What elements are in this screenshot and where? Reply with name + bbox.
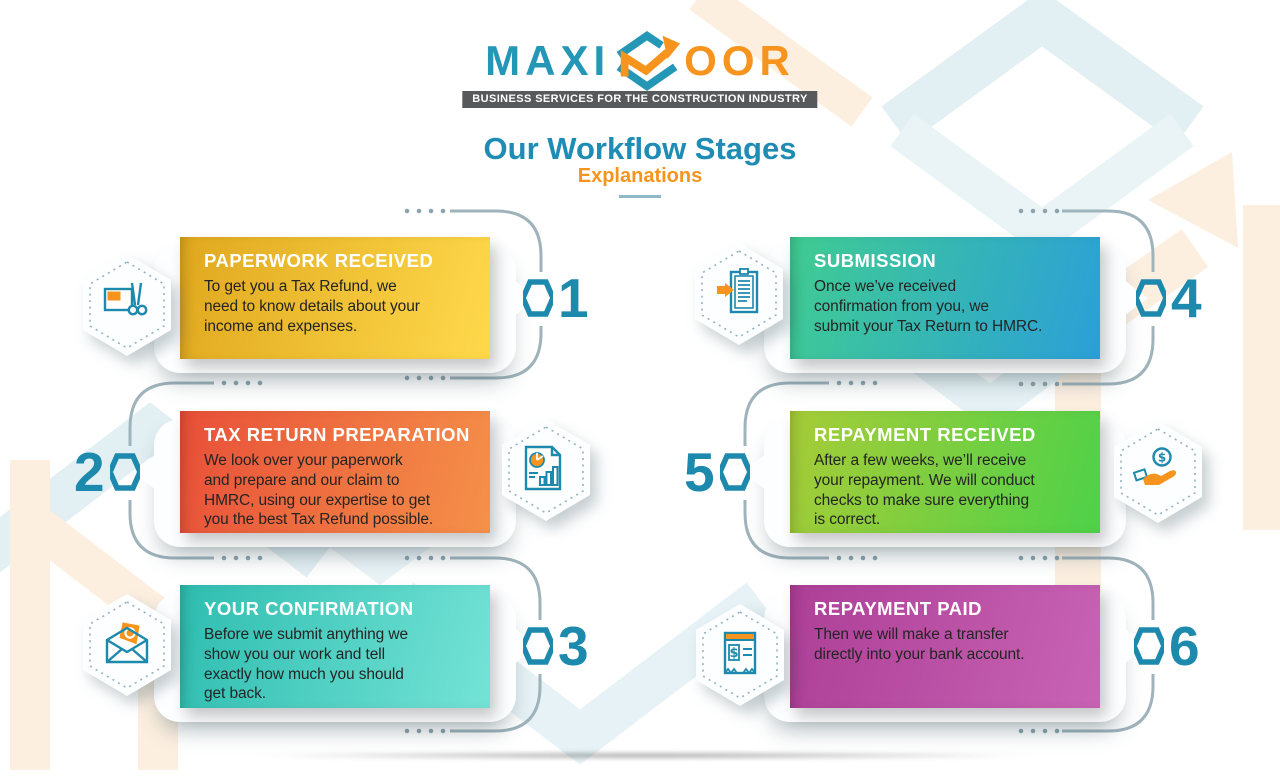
stage-number: 2 (74, 440, 105, 503)
stage-number-badge: 6 (1134, 617, 1200, 675)
tax-report-chart-icon (502, 419, 590, 521)
stage-title: PAPERWORK RECEIVED (204, 250, 434, 271)
stage-card-2: TAX RETURN PREPARATION We look over your… (180, 411, 490, 533)
hand-coin-icon: $ (1114, 421, 1202, 523)
maximoor-logo: MAXI OOR (0, 30, 1280, 92)
stage-number: 6 (1169, 614, 1200, 677)
stage-number-badge: 4 (1136, 269, 1202, 327)
svg-text:$: $ (729, 646, 738, 661)
stage-description: To get you a Tax Refund, we need to know… (204, 278, 420, 335)
document-scissors-icon (83, 254, 171, 356)
hexagon-outline-icon (109, 453, 140, 491)
stage-card-5: REPAYMENT RECEIVED After a few weeks, we… (790, 411, 1100, 533)
logo-text-maxi: MAXI (485, 37, 611, 84)
ground-shadow (176, 751, 1114, 760)
stage-title: SUBMISSION (814, 250, 937, 271)
cube-arrow-icon (616, 31, 681, 92)
stage-description: We look over your paperwork and prepare … (204, 452, 434, 529)
hexagon-outline-icon (523, 627, 553, 665)
hexagon-outline-icon (719, 453, 750, 491)
svg-text:$: $ (1158, 451, 1166, 465)
page-title: Our Workflow Stages (483, 131, 797, 166)
stage-title: YOUR CONFIRMATION (204, 598, 414, 619)
stage-card-1: PAPERWORK RECEIVED To get you a Tax Refu… (180, 237, 490, 359)
stage-number-badge: 1 (523, 269, 589, 327)
stage-number: 1 (558, 266, 589, 329)
stage-description: Once we’ve received confirmation from yo… (814, 278, 1043, 335)
stage-description: Then we will make a transfer directly in… (814, 626, 1025, 663)
page-subtitle: Explanations (577, 165, 703, 187)
stage-number-badge: 3 (523, 617, 589, 675)
hexagon-outline-icon (1134, 627, 1164, 665)
logo-text-oor: OOR (684, 37, 795, 84)
stage-number: 5 (684, 440, 715, 503)
stage-description: Before we submit anything we show you ou… (204, 626, 408, 703)
hand-form-icon (695, 243, 783, 345)
stage-card-6: REPAYMENT PAID Then we will make a trans… (790, 585, 1100, 708)
stage-number-badge: 2 (74, 443, 140, 501)
stage-number: 3 (558, 614, 589, 677)
stage-description: After a few weeks, we’ll receive your re… (814, 452, 1035, 529)
hexagon-outline-icon (1136, 279, 1166, 317)
logo-tagline: BUSINESS SERVICES FOR THE CONSTRUCTION I… (462, 91, 818, 108)
stage-title: REPAYMENT PAID (814, 598, 983, 619)
title-divider (619, 195, 661, 198)
connector-brackets (128, 209, 1155, 733)
stage-title: REPAYMENT RECEIVED (814, 424, 1036, 445)
hexagon-outline-icon (523, 279, 553, 317)
bank-receipt-icon: $ (696, 604, 784, 706)
envelope-letter-icon (83, 594, 171, 696)
stage-title: TAX RETURN PREPARATION (204, 424, 470, 445)
stage-card-3: YOUR CONFIRMATION Before we submit anyth… (180, 585, 490, 708)
stage-number-badge: 5 (684, 443, 750, 501)
stage-card-4: SUBMISSION Once we’ve received confirmat… (790, 237, 1100, 359)
stage-number: 4 (1171, 266, 1202, 329)
